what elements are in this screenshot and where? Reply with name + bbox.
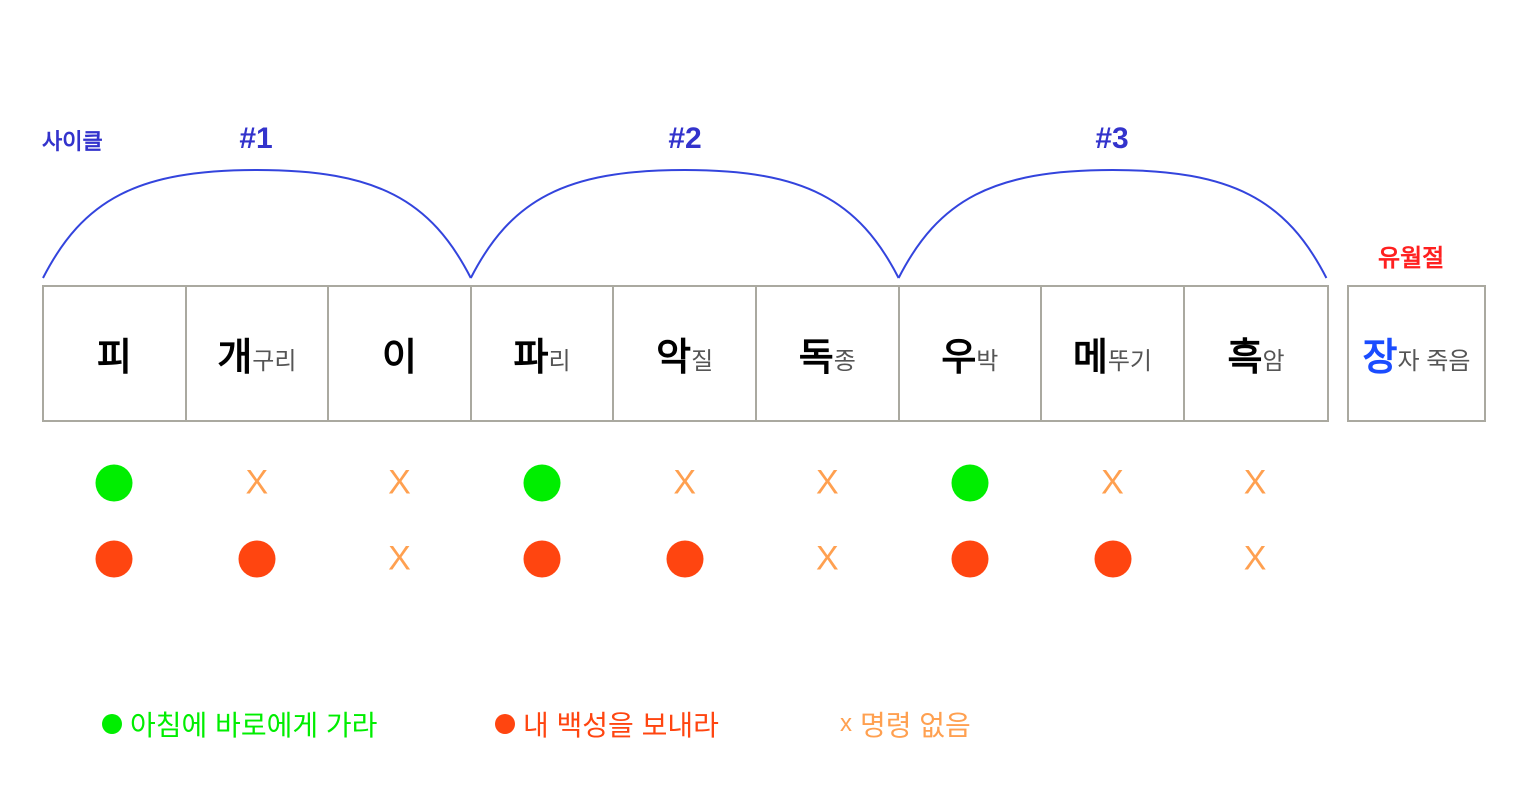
morning-warning-dot (95, 464, 133, 502)
x-icon: x (840, 710, 852, 737)
no-command-x: X (388, 463, 411, 502)
no-command-x: X (388, 539, 411, 578)
plague-cell: 이 (329, 287, 472, 420)
plague-rest: 리 (548, 348, 571, 375)
no-command-x: X (815, 463, 839, 502)
legend-label: 내 백성을 보내라 (523, 710, 719, 741)
let-my-people-go-dot (666, 540, 704, 578)
plague-main: 파 (513, 337, 549, 379)
plague-main: 개 (217, 337, 253, 379)
no-command-x: X (673, 463, 697, 502)
no-command-x: X (815, 539, 839, 578)
cycle-arc-2 (469, 168, 900, 279)
legend-item-none: x 명령 없음 (840, 704, 971, 744)
let-my-people-go-dot (523, 540, 561, 578)
plague-main: 우 (941, 337, 977, 379)
legend-item-letgo: 내 백성을 보내라 (495, 704, 719, 744)
plague-main: 메 (1072, 337, 1108, 379)
no-command-x: X (1243, 539, 1267, 578)
plague-rest: 종 (833, 348, 856, 375)
plague-rest: 뚜기 (1107, 348, 1153, 375)
cycle-label-3: #3 (1095, 122, 1129, 155)
plague-main: 악 (656, 337, 692, 379)
plague-rest: 박 (976, 348, 999, 375)
let-my-people-go-dot (238, 540, 276, 578)
morning-warning-dot (523, 464, 561, 502)
no-command-x: X (245, 463, 269, 502)
plague-rest: 암 (1262, 348, 1285, 375)
cycle-label-2: #2 (668, 122, 702, 155)
let-my-people-go-dot (95, 540, 133, 578)
plague-rest: 자 죽음 (1397, 348, 1471, 375)
morning-warning-dot (951, 464, 989, 502)
green-dot-icon (102, 714, 122, 734)
let-my-people-go-dot (951, 540, 989, 578)
plague-rest: 구리 (252, 348, 297, 375)
plague-rest: 질 (691, 348, 714, 375)
cycle-label-1: #1 (239, 122, 273, 155)
plague-main: 흑 (1227, 337, 1263, 379)
plague-main: 이 (382, 337, 417, 379)
no-command-x: X (1243, 463, 1267, 502)
cycle-title: 사이클 (42, 129, 103, 154)
red-dot-icon (495, 714, 515, 734)
plague-main: 피 (96, 337, 132, 379)
plague-cell: 피 (44, 287, 187, 420)
no-command-x: X (1101, 463, 1124, 502)
let-my-people-go-dot (1094, 540, 1131, 578)
cycle-arc-1 (42, 168, 472, 279)
legend-item-morning: 아침에 바로에게 가라 (102, 704, 377, 744)
cycle-arc-3 (897, 168, 1328, 279)
legend-label: 명령 없음 (860, 710, 971, 741)
plague-main: 독 (798, 337, 834, 379)
plague-main: 장 (1362, 337, 1398, 379)
passover-title: 유월절 (1378, 245, 1445, 272)
legend-label: 아침에 바로에게 가라 (130, 710, 378, 741)
